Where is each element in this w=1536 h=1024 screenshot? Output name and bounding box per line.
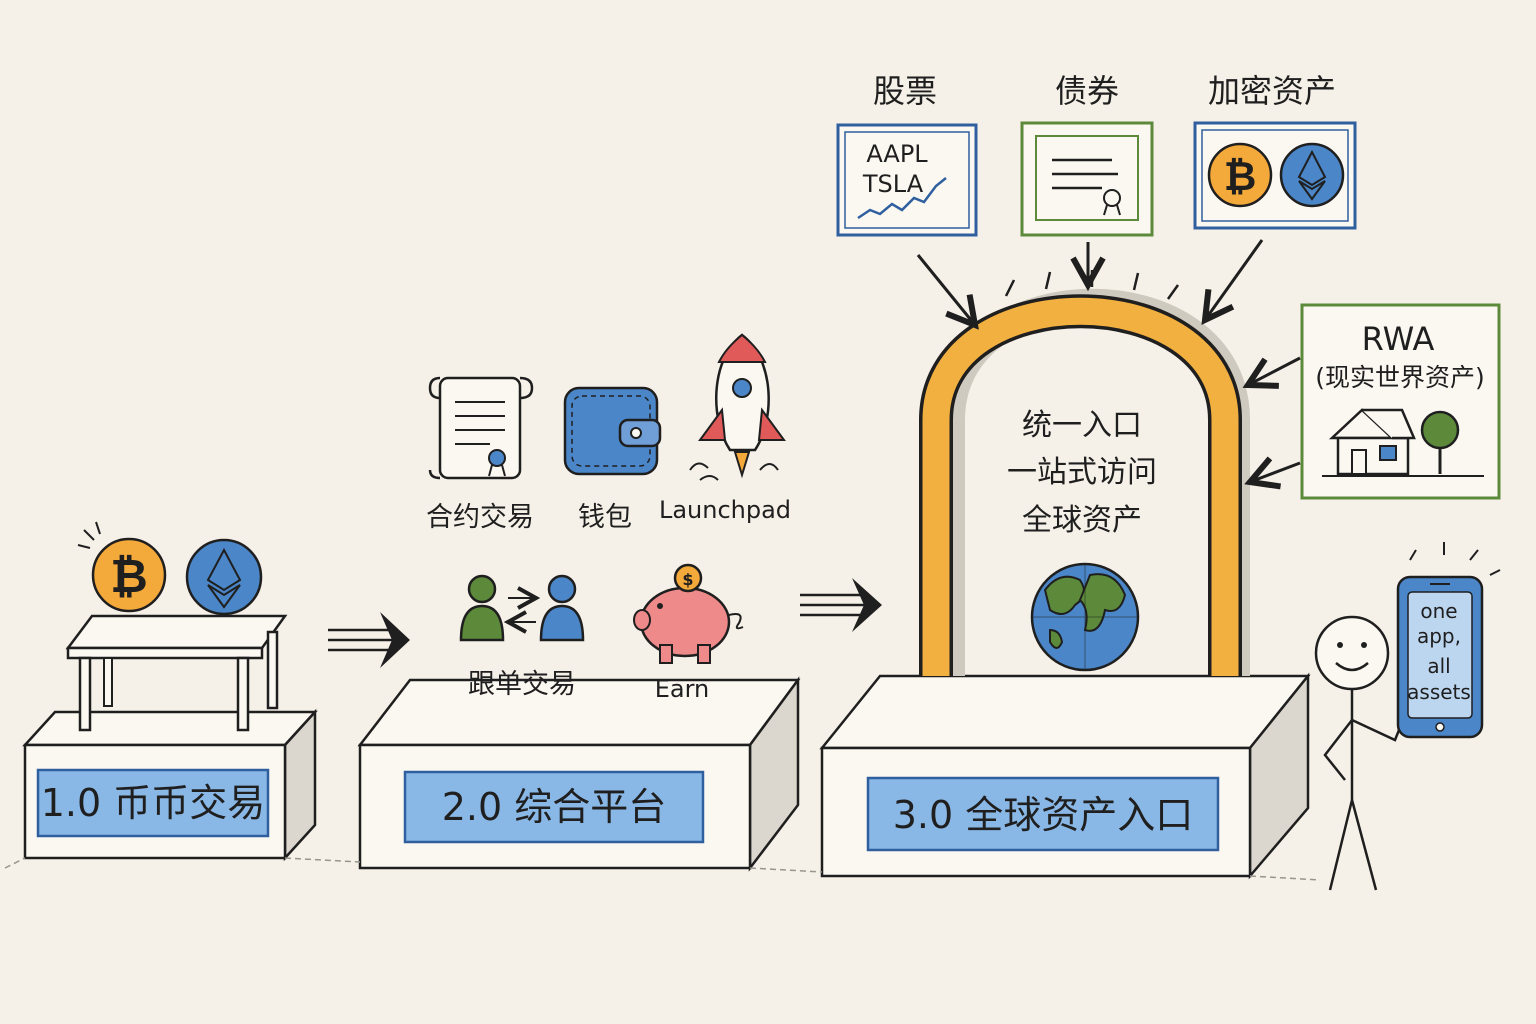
stage-2-label: 2.0 综合平台 bbox=[403, 770, 705, 844]
stock-chart-line bbox=[857, 177, 947, 220]
wallet-icon bbox=[563, 386, 662, 476]
svg-text:$: $ bbox=[682, 570, 693, 589]
house-icon bbox=[1328, 408, 1416, 476]
bonds-title: 债券 bbox=[1055, 72, 1119, 110]
rwa-title: RWA bbox=[1362, 320, 1435, 358]
phone-line-3: all bbox=[1427, 654, 1450, 678]
arrow-2-to-3 bbox=[800, 578, 882, 632]
gateway-line-1: 统一入口 bbox=[1022, 408, 1142, 443]
earn-label: Earn bbox=[655, 675, 710, 703]
certificate-icon bbox=[1035, 135, 1139, 221]
stage-1-label: 1.0 币币交易 bbox=[36, 768, 270, 838]
stocks-title: 股票 bbox=[873, 72, 937, 110]
phone-line-4: assets bbox=[1407, 680, 1471, 704]
gateway-line-3: 全球资产 bbox=[1022, 503, 1142, 538]
ticker-aapl: AAPL bbox=[866, 140, 928, 168]
rocket-icon bbox=[689, 333, 786, 481]
rwa-subtitle: (现实世界资产) bbox=[1315, 363, 1485, 392]
stage-3: 3.0 全球资产入口 统一入口 一站式访问 全球资产 bbox=[819, 270, 1311, 880]
table-icon bbox=[65, 614, 288, 732]
gateway-arch bbox=[919, 270, 1250, 676]
stage-2: 2.0 综合平台 合约交易 钱包 Launchpad bbox=[357, 333, 801, 872]
ethereum-icon bbox=[1279, 142, 1345, 208]
stage-3-label: 3.0 全球资产入口 bbox=[866, 776, 1220, 852]
launchpad-label: Launchpad bbox=[659, 496, 791, 524]
stage-2-label-text: 2.0 综合平台 bbox=[442, 785, 667, 829]
ethereum-icon bbox=[185, 538, 263, 616]
crypto-title: 加密资产 bbox=[1208, 72, 1336, 110]
globe-icon bbox=[1030, 562, 1140, 672]
stick-figure bbox=[1314, 615, 1407, 891]
svg-text:₿: ₿ bbox=[110, 549, 148, 603]
phone-line-1: one bbox=[1420, 599, 1457, 623]
arrow-1-to-2 bbox=[328, 612, 410, 668]
crypto-asset: 加密资产 ₿ bbox=[1193, 72, 1357, 230]
wallet-label: 钱包 bbox=[578, 502, 632, 533]
copy-trading-icon bbox=[459, 574, 585, 642]
phone-line-2: app, bbox=[1417, 624, 1461, 648]
stage-3-label-text: 3.0 全球资产入口 bbox=[893, 793, 1194, 837]
bitcoin-icon: ₿ bbox=[1207, 142, 1273, 208]
piggy-bank-icon: $ bbox=[633, 563, 744, 664]
contract-trading-label: 合约交易 bbox=[426, 502, 534, 533]
contract-scroll-icon bbox=[428, 376, 534, 480]
stage-1-label-text: 1.0 币币交易 bbox=[41, 781, 266, 825]
stage-1: 1.0 币币交易 ₿ bbox=[22, 521, 318, 862]
gateway-line-2: 一站式访问 bbox=[1007, 455, 1157, 490]
bitcoin-icon: ₿ bbox=[77, 521, 167, 613]
ground-line bbox=[4, 857, 1321, 881]
rwa-asset: RWA (现实世界资产) bbox=[1300, 303, 1501, 500]
copy-trading-label: 跟单交易 bbox=[468, 669, 576, 700]
ticker-tsla: TSLA bbox=[862, 170, 924, 198]
stocks-asset: 股票 AAPL TSLA bbox=[836, 72, 978, 237]
bonds-asset: 债券 bbox=[1020, 72, 1154, 237]
svg-text:₿: ₿ bbox=[1224, 154, 1257, 200]
asset-arrows bbox=[916, 239, 1301, 482]
tree-icon bbox=[1420, 410, 1460, 474]
phone-icon: one app, all assets bbox=[1396, 542, 1501, 739]
